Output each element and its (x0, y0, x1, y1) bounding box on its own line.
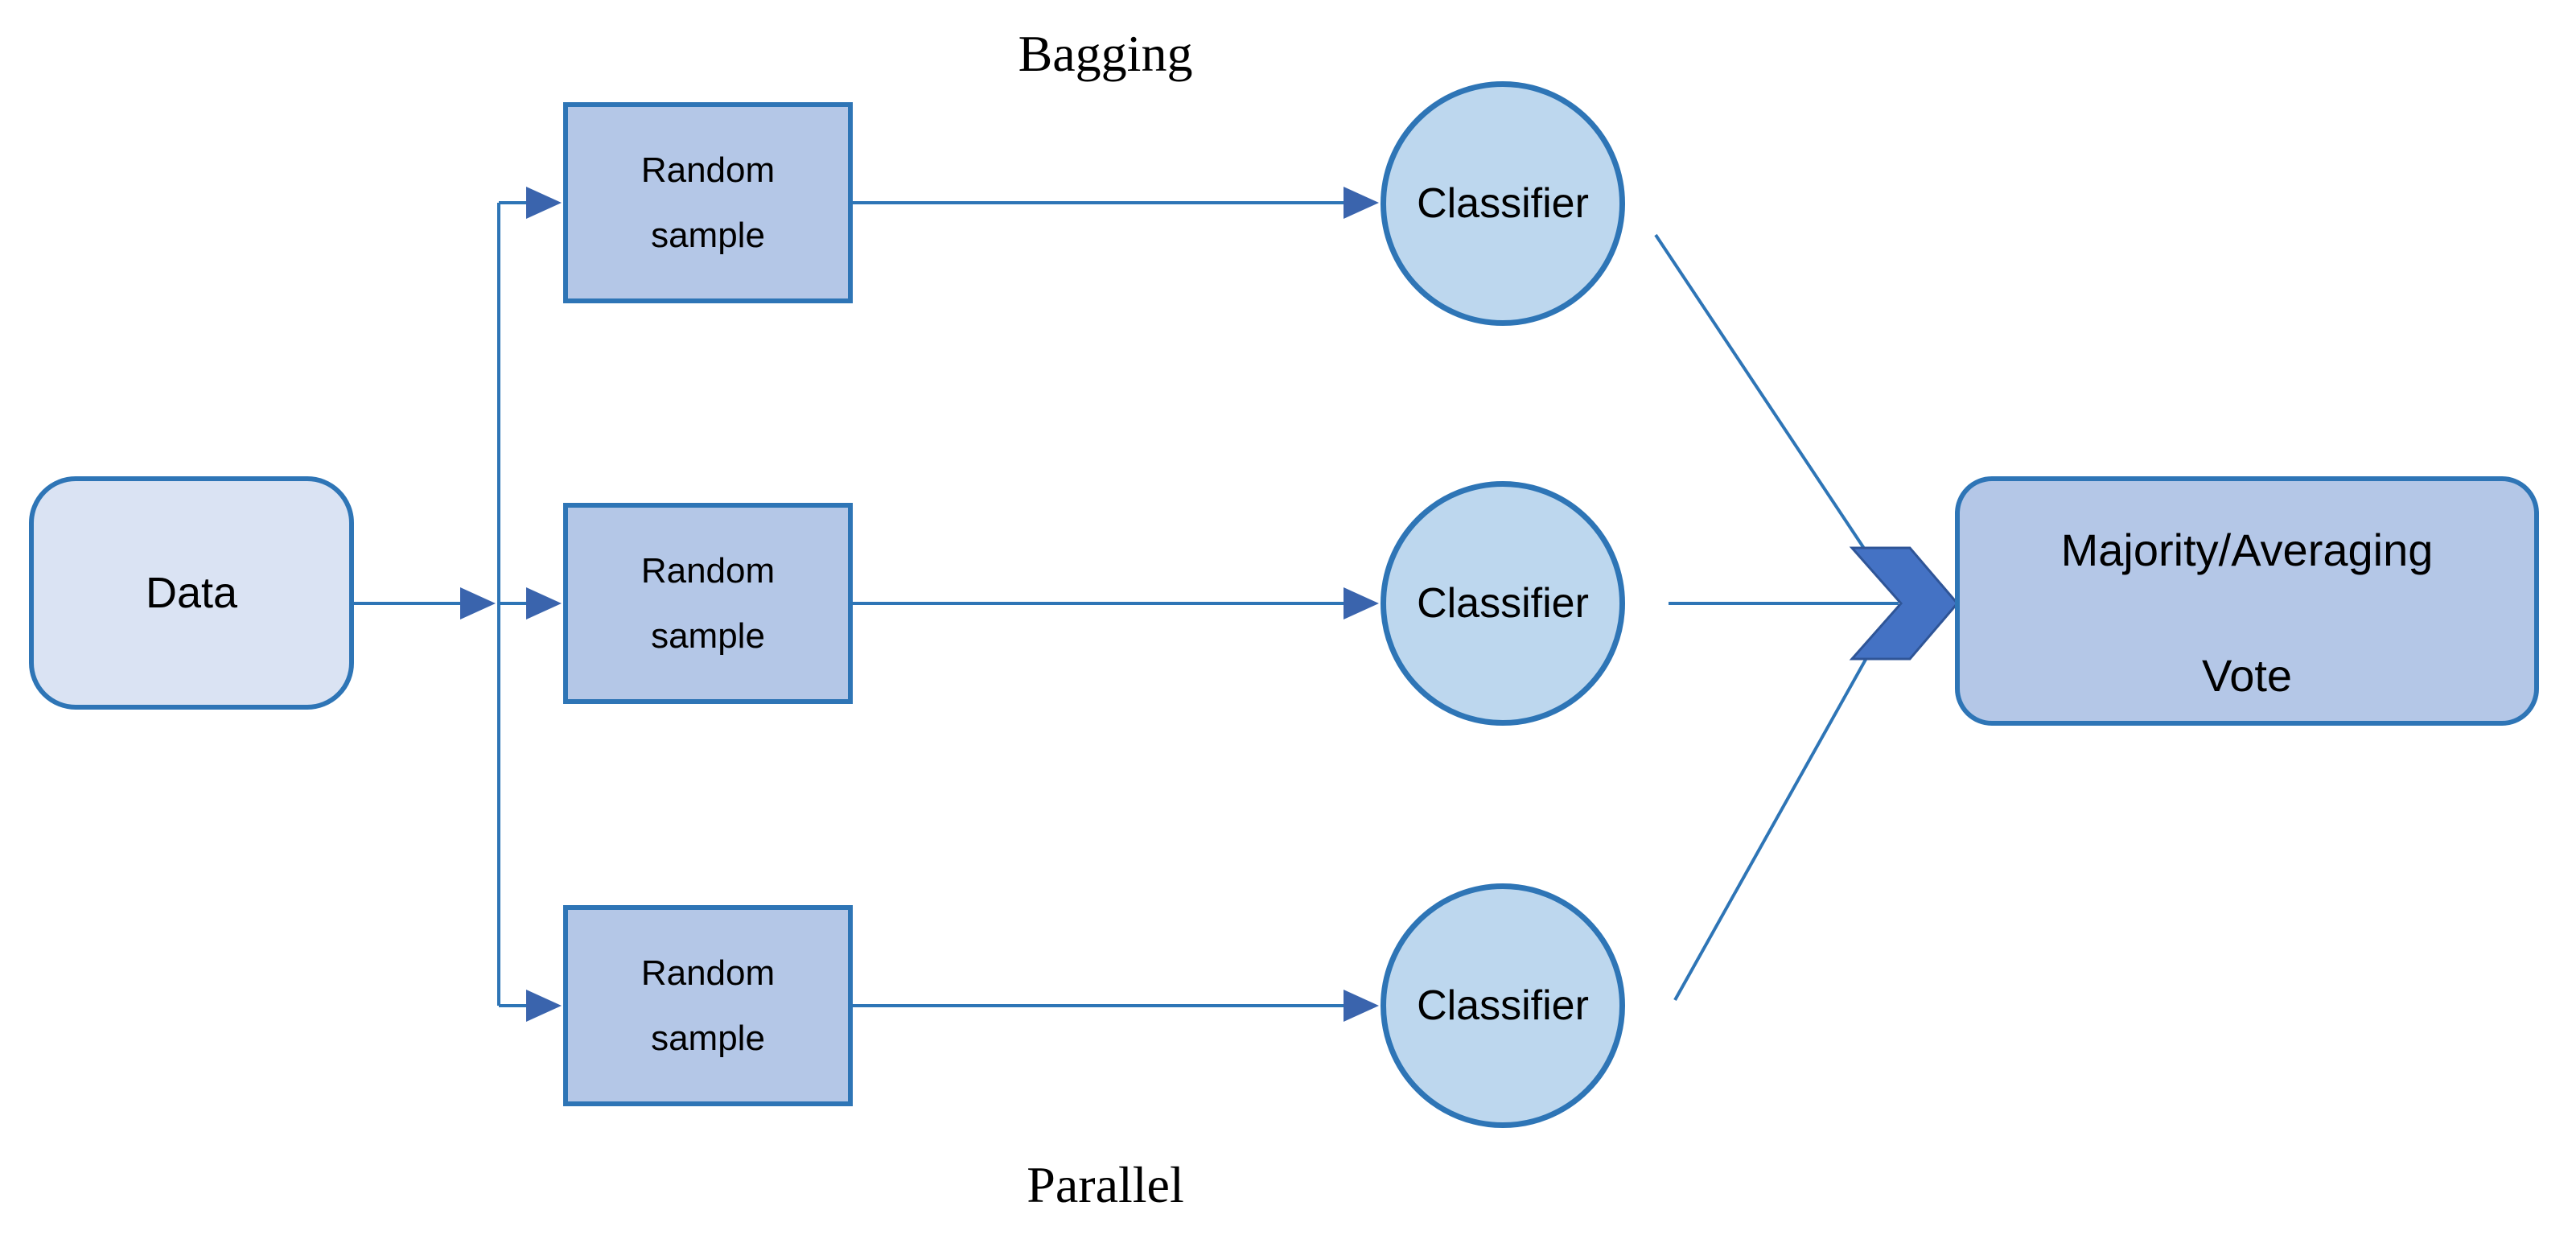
data-node-label: Data (145, 569, 238, 617)
diagram-title: Bagging (1018, 25, 1193, 82)
random-sample-label-line1: Random (640, 953, 776, 993)
random-sample-label-line2: sample (651, 616, 765, 656)
random-sample-node-3: Random sample (563, 905, 853, 1106)
arrowhead-right-icon (526, 187, 562, 219)
vote-label-line2: Vote (2201, 650, 2293, 701)
classifier-node-3: Classifier (1381, 883, 1625, 1128)
arrowhead-right-icon (1344, 587, 1379, 620)
classifier-node-1: Classifier (1381, 81, 1625, 326)
classifier-label: Classifier (1417, 982, 1589, 1029)
arrowhead-right-icon (526, 990, 562, 1022)
classifier-label: Classifier (1417, 180, 1589, 227)
random-sample-label-line2: sample (651, 1019, 765, 1058)
vote-label-line1: Majority/Averaging (2060, 525, 2434, 575)
classifier-node-2: Classifier (1381, 481, 1625, 726)
arrowhead-right-icon (460, 587, 496, 620)
random-sample-label-line2: sample (651, 216, 765, 255)
data-node: Data (29, 476, 354, 710)
chevron-right-icon (1849, 546, 1959, 661)
random-sample-node-1: Random sample (563, 102, 853, 303)
diagram-footer: Parallel (1027, 1156, 1184, 1213)
arrowhead-right-icon (1344, 990, 1379, 1022)
majority-vote-node: Majority/Averaging Vote (1955, 476, 2539, 726)
classifier-label: Classifier (1417, 580, 1589, 627)
connector-classifier3-to-merge (1673, 657, 1868, 1001)
arrowhead-right-icon (1344, 187, 1379, 219)
random-sample-node-2: Random sample (563, 503, 853, 704)
arrowhead-right-icon (526, 587, 562, 620)
random-sample-label-line1: Random (640, 150, 776, 190)
random-sample-label-line1: Random (640, 550, 776, 591)
connector-classifier1-to-merge (1654, 233, 1868, 554)
